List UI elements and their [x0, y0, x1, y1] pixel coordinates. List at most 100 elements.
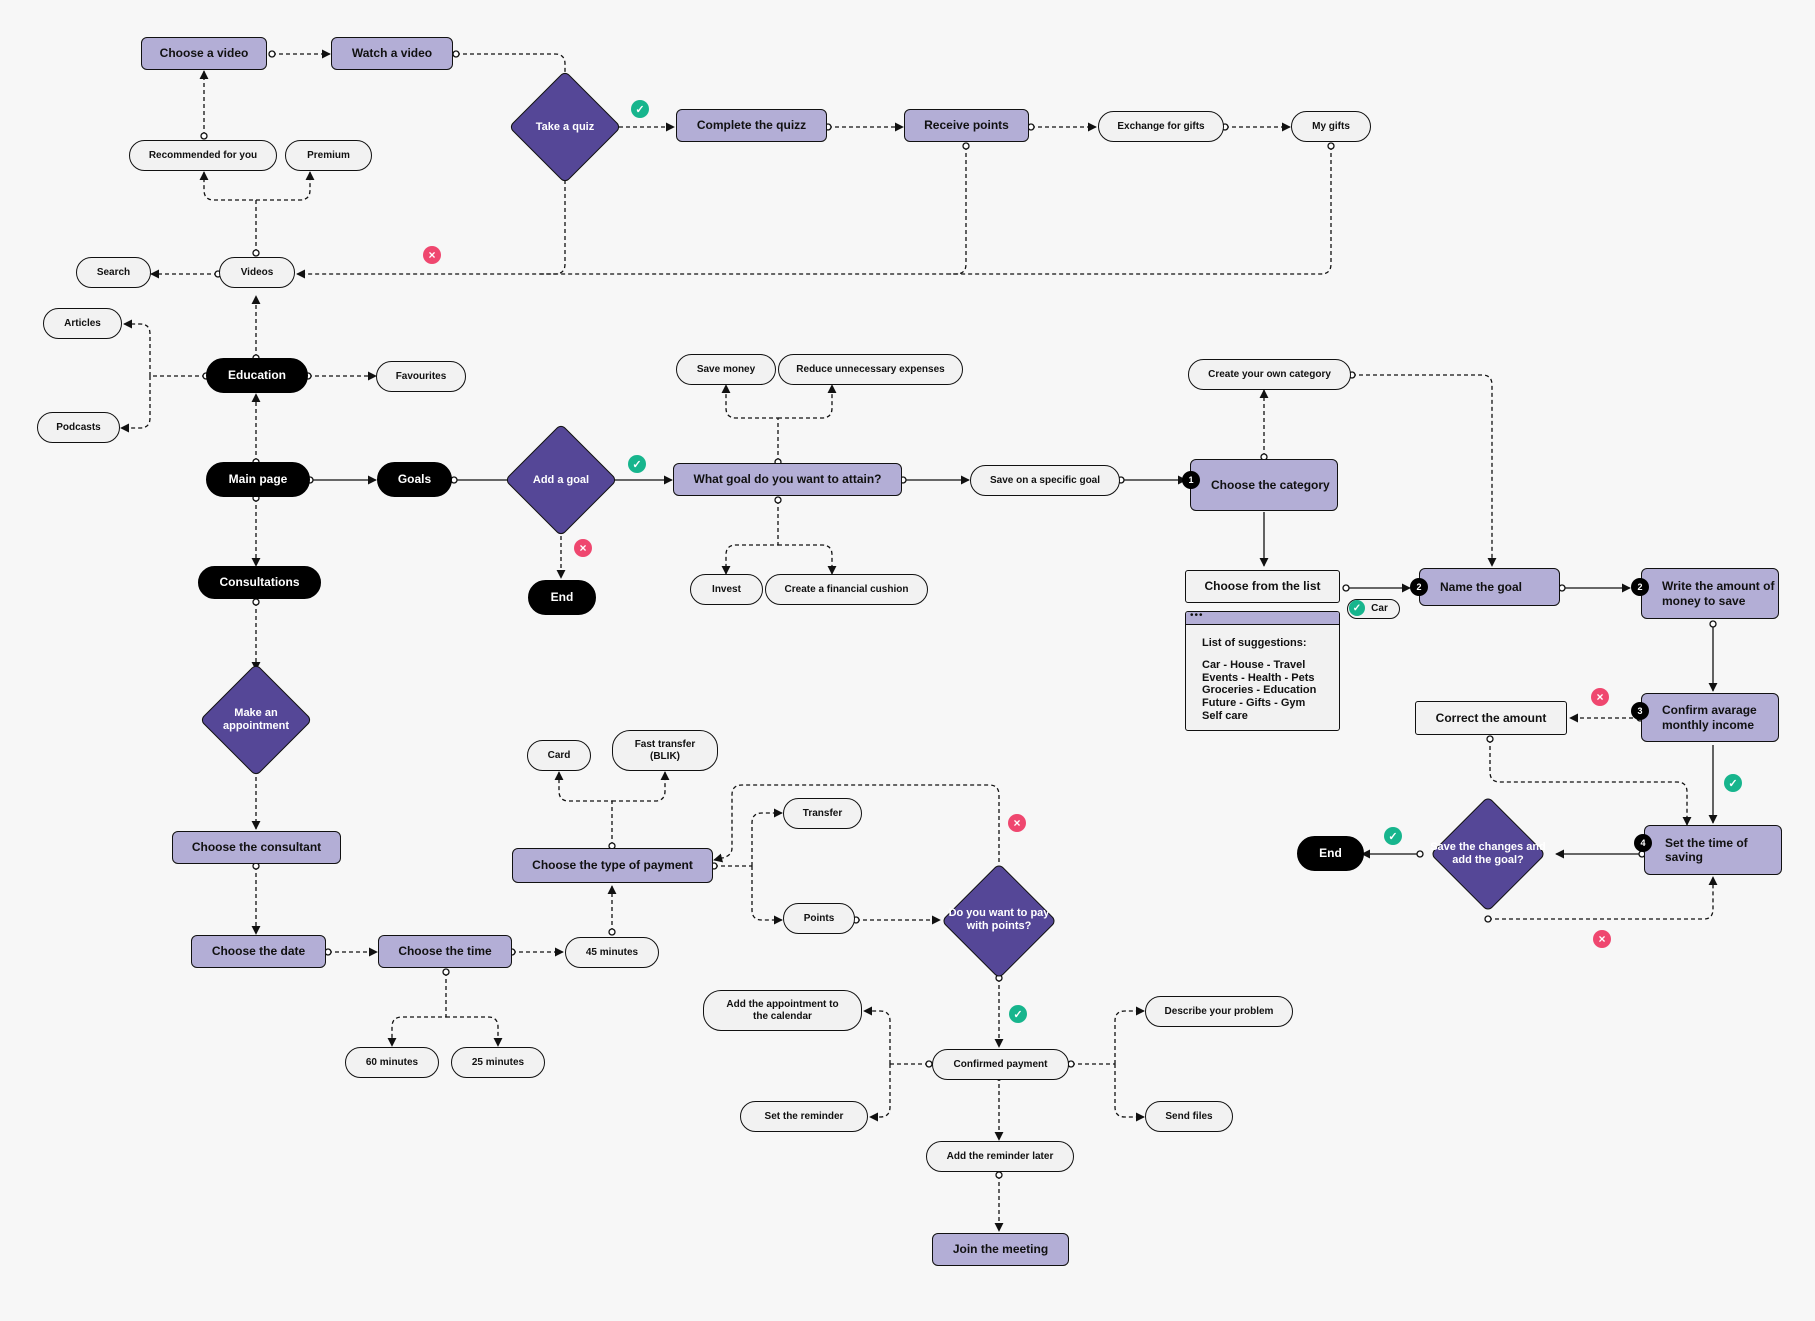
transfer-node[interactable]: Transfer — [783, 798, 862, 829]
watch-video-node[interactable]: Watch a video — [331, 37, 453, 70]
reminder-later-node[interactable]: Add the reminder later — [926, 1141, 1074, 1172]
suggestions-title: List of suggestions: — [1202, 637, 1307, 649]
card-node[interactable]: Card — [527, 740, 591, 771]
connector — [751, 808, 783, 866]
confirm-income-node[interactable]: Confirm avarage monthly income — [1641, 693, 1779, 742]
suggestions-lines: Car - House - Travel Events - Health - P… — [1186, 659, 1339, 722]
pay-points-label: Do you want to pay with points? — [948, 907, 1050, 932]
choose-time-node[interactable]: Choose the time — [378, 935, 512, 968]
step-badge: 2 — [1631, 578, 1649, 596]
connector — [869, 1064, 891, 1122]
check-circle-icon: ✓ — [1724, 774, 1742, 792]
check-circle-icon: ✓ — [1384, 827, 1402, 845]
choose-video-node[interactable]: Choose a video — [141, 37, 267, 70]
connector — [456, 53, 570, 91]
suggestions-window: ••• List of suggestions: Car - House - T… — [1185, 611, 1340, 731]
connector — [721, 500, 779, 575]
podcasts-node[interactable]: Podcasts — [37, 412, 120, 443]
save-changes-label: Save the changes and add the goal? — [1430, 841, 1546, 866]
correct-amount-node[interactable]: Correct the amount — [1415, 701, 1567, 735]
consultations-node[interactable]: Consultations — [198, 566, 321, 599]
cross-circle-icon: × — [1008, 814, 1026, 832]
complete-quiz-node[interactable]: Complete the quizz — [676, 109, 827, 142]
suggestion-line: Future - Gifts - Gym — [1202, 696, 1306, 709]
name-goal-node[interactable]: Name the goal — [1419, 568, 1560, 606]
add-calendar-node[interactable]: Add the appointment to the calendar — [703, 990, 862, 1031]
search-node[interactable]: Search — [76, 257, 151, 288]
connector — [721, 384, 779, 462]
reduce-expenses-node[interactable]: Reduce unnecessary expenses — [778, 354, 963, 385]
window-dots: ••• — [1186, 612, 1339, 625]
cross-circle-icon: × — [1593, 930, 1611, 948]
my-gifts-node[interactable]: My gifts — [1291, 111, 1371, 142]
save-specific-node[interactable]: Save on a specific goal — [970, 465, 1120, 496]
suggestion-line: Groceries - Education — [1202, 684, 1317, 697]
min60-node[interactable]: 60 minutes — [345, 1047, 439, 1078]
take-quiz-label: Take a quiz — [535, 120, 595, 133]
send-files-node[interactable]: Send files — [1145, 1101, 1233, 1132]
step-badge: 4 — [1634, 834, 1652, 852]
goals-node[interactable]: Goals — [377, 462, 452, 497]
suggestion-line: Events - Health - Pets — [1202, 671, 1315, 684]
choose-category-node[interactable]: Choose the category — [1190, 459, 1338, 511]
join-meeting-node[interactable]: Join the meeting — [932, 1233, 1069, 1266]
set-time-node[interactable]: Set the time of saving — [1644, 825, 1782, 875]
connector — [256, 171, 315, 201]
save-money-node[interactable]: Save money — [676, 354, 776, 385]
connector — [612, 771, 670, 802]
connector — [1488, 876, 1718, 920]
set-reminder-node[interactable]: Set the reminder — [740, 1101, 868, 1132]
education-node[interactable]: Education — [206, 358, 308, 393]
confirmed-payment-node[interactable]: Confirmed payment — [932, 1049, 1069, 1080]
connector — [863, 1006, 891, 1064]
main-page-node[interactable]: Main page — [206, 462, 310, 497]
check-circle-icon: ✓ — [628, 455, 646, 473]
exchange-gifts-node[interactable]: Exchange for gifts — [1098, 111, 1224, 142]
make-appointment-label: Make an appointment — [223, 707, 289, 732]
premium-node[interactable]: Premium — [285, 140, 372, 171]
connector — [199, 171, 257, 253]
connector — [446, 1016, 503, 1047]
choose-date-node[interactable]: Choose the date — [191, 935, 326, 968]
connector — [120, 376, 151, 433]
min45-node[interactable]: 45 minutes — [565, 937, 659, 968]
step-badge: 2 — [1410, 578, 1428, 596]
invest-node[interactable]: Invest — [690, 574, 763, 605]
recommended-node[interactable]: Recommended for you — [129, 140, 277, 171]
cross-circle-icon: × — [423, 246, 441, 264]
articles-node[interactable]: Articles — [43, 308, 122, 339]
add-goal-label: Add a goal — [532, 473, 590, 486]
connector — [713, 784, 1000, 863]
connector — [778, 544, 837, 575]
describe-problem-node[interactable]: Describe your problem — [1145, 996, 1293, 1027]
check-circle-icon: ✓ — [631, 100, 649, 118]
check-circle-icon: ✓ — [1009, 1005, 1027, 1023]
choose-list-node[interactable]: Choose from the list — [1185, 570, 1340, 603]
connector — [387, 972, 447, 1047]
end-goal-node[interactable]: End — [528, 580, 596, 615]
connector — [540, 146, 967, 275]
points-node[interactable]: Points — [783, 903, 855, 934]
end-save-node[interactable]: End — [1297, 836, 1364, 871]
fast-transfer-node[interactable]: Fast transfer (BLIK) — [612, 730, 718, 771]
connector — [950, 146, 1332, 275]
write-amount-node[interactable]: Write the amount of money to save — [1641, 568, 1779, 619]
videos-node[interactable]: Videos — [219, 257, 295, 288]
step-badge: 3 — [1631, 702, 1649, 720]
suggestion-line: Self care — [1202, 709, 1248, 722]
step-badge: 1 — [1182, 471, 1200, 489]
receive-points-node[interactable]: Receive points — [904, 109, 1029, 142]
check-circle-icon: ✓ — [1349, 600, 1365, 616]
connector — [778, 384, 837, 419]
choose-consultant-node[interactable]: Choose the consultant — [172, 831, 341, 864]
what-goal-node[interactable]: What goal do you want to attain? — [673, 463, 902, 496]
choose-payment-node[interactable]: Choose the type of payment — [512, 848, 713, 883]
connector — [1114, 1064, 1145, 1122]
connector — [751, 866, 783, 925]
favourites-node[interactable]: Favourites — [376, 361, 466, 392]
financial-cushion-node[interactable]: Create a financial cushion — [765, 574, 928, 605]
create-category-node[interactable]: Create your own category — [1188, 359, 1351, 390]
min25-node[interactable]: 25 minutes — [451, 1047, 545, 1078]
